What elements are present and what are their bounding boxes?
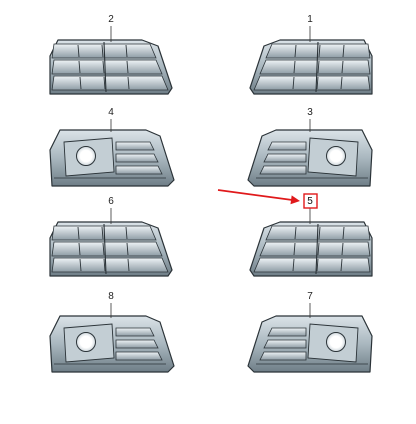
highlight-box: [303, 193, 318, 209]
part-2-grille: 2: [49, 14, 173, 95]
part-label-4: 4: [108, 107, 114, 118]
part-label-8: 8: [108, 291, 114, 302]
part-3-foglamp: 3: [247, 107, 373, 187]
part-7-foglamp: 7: [247, 291, 373, 373]
part-1-grille: 1: [249, 14, 373, 95]
part-label-3: 3: [307, 107, 313, 118]
highlight-arrowhead: [290, 195, 300, 205]
part-label-5: 5: [307, 196, 313, 207]
part-label-7: 7: [307, 291, 313, 302]
part-label-1: 1: [307, 14, 313, 25]
part-4-foglamp: 4: [49, 107, 175, 187]
part-label-2: 2: [108, 14, 114, 25]
part-label-6: 6: [108, 196, 114, 207]
part-8-foglamp: 8: [49, 291, 175, 373]
highlight-arrow: [217, 189, 297, 202]
part-6-grille: 6: [49, 196, 173, 277]
part-5-grille: 5: [249, 196, 373, 277]
